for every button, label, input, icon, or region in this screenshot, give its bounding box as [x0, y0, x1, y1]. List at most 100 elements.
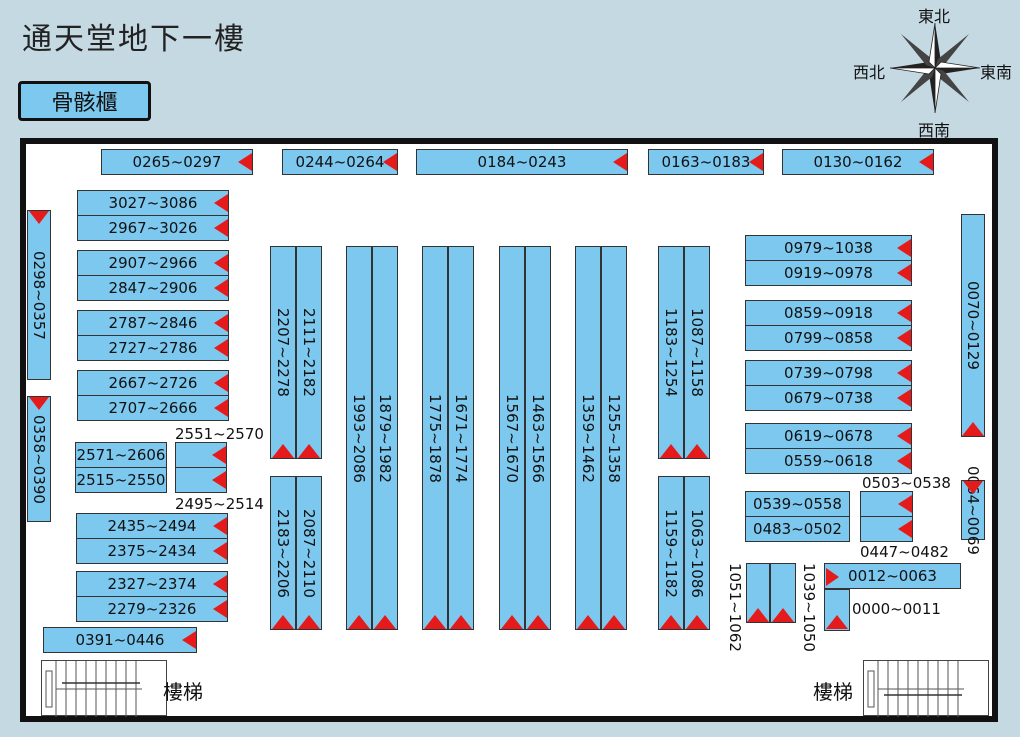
cabinet[interactable]: 0739~0798 [745, 360, 912, 386]
cabinet-label: 0184~0243 [477, 153, 567, 171]
marker-icon [963, 481, 983, 494]
cabinet[interactable]: 0679~0738 [745, 385, 912, 411]
cabinet-label: 1993~2086 [350, 393, 368, 483]
cabinet-label: 3027~3086 [108, 194, 198, 212]
cabinet[interactable]: 1567~1670 [499, 246, 525, 630]
cabinet-label: 0298~0357 [30, 250, 48, 340]
marker-icon [213, 600, 227, 618]
cabinet[interactable]: 0012~0063 [824, 563, 961, 589]
marker-icon [213, 542, 227, 560]
marker-icon [897, 389, 911, 407]
cabinet-label: 0265~0297 [132, 153, 222, 171]
cabinet[interactable]: 1463~1566 [525, 246, 551, 630]
compass-rose-icon [889, 22, 981, 114]
cabinet-label: 0919~0978 [784, 264, 873, 282]
cabinet-label: 1775~1878 [426, 393, 444, 483]
cabinet[interactable]: 2847~2906 [77, 275, 229, 301]
cabinet-label: 2787~2846 [108, 314, 198, 332]
cabinet[interactable]: 1183~1254 [658, 246, 684, 459]
marker-icon [686, 444, 708, 458]
marker-icon [348, 615, 370, 629]
cabinet[interactable]: 0859~0918 [745, 300, 912, 326]
cabinet[interactable]: 2207~2278 [270, 246, 296, 459]
stairs-icon [45, 661, 142, 717]
cabinet-label: 1159~1182 [662, 508, 680, 598]
cabinet[interactable]: 0979~1038 [745, 235, 912, 261]
cabinet[interactable]: 0070~0129 [961, 214, 985, 437]
cabinet-label: 2183~2206 [274, 508, 292, 598]
cabinet-label: 0799~0858 [784, 329, 873, 347]
cabinet[interactable]: 0483~0502 [745, 516, 850, 542]
cabinet[interactable]: 2967~3026 [77, 215, 229, 241]
cabinet[interactable]: 2087~2110 [296, 476, 322, 630]
cabinet[interactable]: 2787~2846 [77, 310, 229, 336]
range-label: 2495~2514 [175, 495, 264, 513]
cabinet[interactable]: 2667~2726 [77, 370, 229, 396]
cabinet[interactable]: 0391~0446 [43, 627, 197, 653]
cabinet[interactable]: 0619~0678 [745, 423, 912, 449]
cabinet-label: 2327~2374 [107, 575, 197, 593]
cabinet[interactable]: 0163~0183 [648, 149, 764, 175]
marker-icon [749, 153, 763, 171]
cabinet[interactable]: 3027~3086 [77, 190, 229, 216]
cabinet[interactable]: 0184~0243 [416, 149, 628, 175]
cabinet-label: 1359~1462 [579, 393, 597, 483]
cabinet-label: 0539~0558 [753, 495, 842, 513]
marker-icon [424, 615, 446, 629]
marker-icon [897, 329, 911, 347]
cabinet[interactable]: 1879~1982 [372, 246, 398, 630]
marker-icon [527, 615, 549, 629]
cabinet[interactable]: 2515~2550 [75, 467, 167, 493]
cabinet-label: 0483~0502 [753, 520, 842, 538]
cabinet-label: 0358~0390 [30, 414, 48, 504]
cabinet[interactable]: 0358~0390 [27, 396, 51, 522]
compass-nw: 西北 [853, 63, 886, 82]
cabinet[interactable]: 1255~1358 [601, 246, 627, 630]
cabinet[interactable]: 1087~1158 [684, 246, 710, 459]
cabinet-label: 2667~2726 [108, 374, 198, 392]
stairs-label: 樓梯 [813, 680, 853, 704]
marker-icon [212, 471, 226, 489]
cabinet[interactable]: 2435~2494 [76, 513, 228, 539]
cabinet[interactable]: 2727~2786 [77, 335, 229, 361]
cabinet[interactable]: 0130~0162 [782, 149, 934, 175]
cabinet[interactable]: 0559~0618 [745, 448, 912, 474]
cabinet[interactable]: 2571~2606 [75, 442, 167, 468]
cabinet[interactable]: 2907~2966 [77, 250, 229, 276]
cabinet-button[interactable]: 骨骸櫃 [18, 81, 151, 121]
cabinet-label: 0619~0678 [784, 427, 873, 445]
cabinet[interactable]: 2111~2182 [296, 246, 322, 459]
marker-icon [213, 517, 227, 535]
cabinet[interactable]: 2183~2206 [270, 476, 296, 630]
cabinet[interactable]: 0265~0297 [101, 149, 253, 175]
cabinet[interactable]: 1671~1774 [448, 246, 474, 630]
cabinet[interactable]: 0244~0264 [282, 149, 398, 175]
cabinet[interactable]: 2375~2434 [76, 538, 228, 564]
cabinet[interactable]: 2707~2666 [77, 395, 229, 421]
floor-plan: 0265~0297 0244~0264 0184~0243 0163~0183 0130… [20, 138, 998, 722]
cabinet[interactable]: 2279~2326 [76, 596, 228, 622]
marker-icon [897, 239, 911, 257]
marker-icon [214, 219, 228, 237]
cabinet[interactable]: 1359~1462 [575, 246, 601, 630]
marker-icon [238, 153, 252, 171]
cabinet[interactable]: 0919~0978 [745, 260, 912, 286]
cabinet-label: 1063~1086 [688, 508, 706, 598]
marker-icon [897, 264, 911, 282]
cabinet[interactable]: 0298~0357 [27, 210, 51, 380]
cabinet[interactable]: 0799~0858 [745, 325, 912, 351]
cabinet[interactable]: 0539~0558 [745, 491, 850, 517]
marker-icon [577, 615, 599, 629]
marker-icon [898, 520, 912, 538]
cabinet[interactable]: 1159~1182 [658, 476, 684, 630]
cabinet[interactable]: 2327~2374 [76, 571, 228, 597]
cabinet[interactable]: 1993~2086 [346, 246, 372, 630]
cabinet[interactable]: 1775~1878 [422, 246, 448, 630]
cabinet-label: 0559~0618 [784, 452, 873, 470]
cabinet-label: 0070~0129 [964, 281, 982, 370]
range-label: 1039~1050 [800, 563, 818, 652]
cabinet[interactable]: 1063~1086 [684, 476, 710, 630]
range-label: 0503~0538 [862, 474, 951, 492]
cabinet-label: 2967~3026 [108, 219, 198, 237]
marker-icon [29, 397, 49, 410]
